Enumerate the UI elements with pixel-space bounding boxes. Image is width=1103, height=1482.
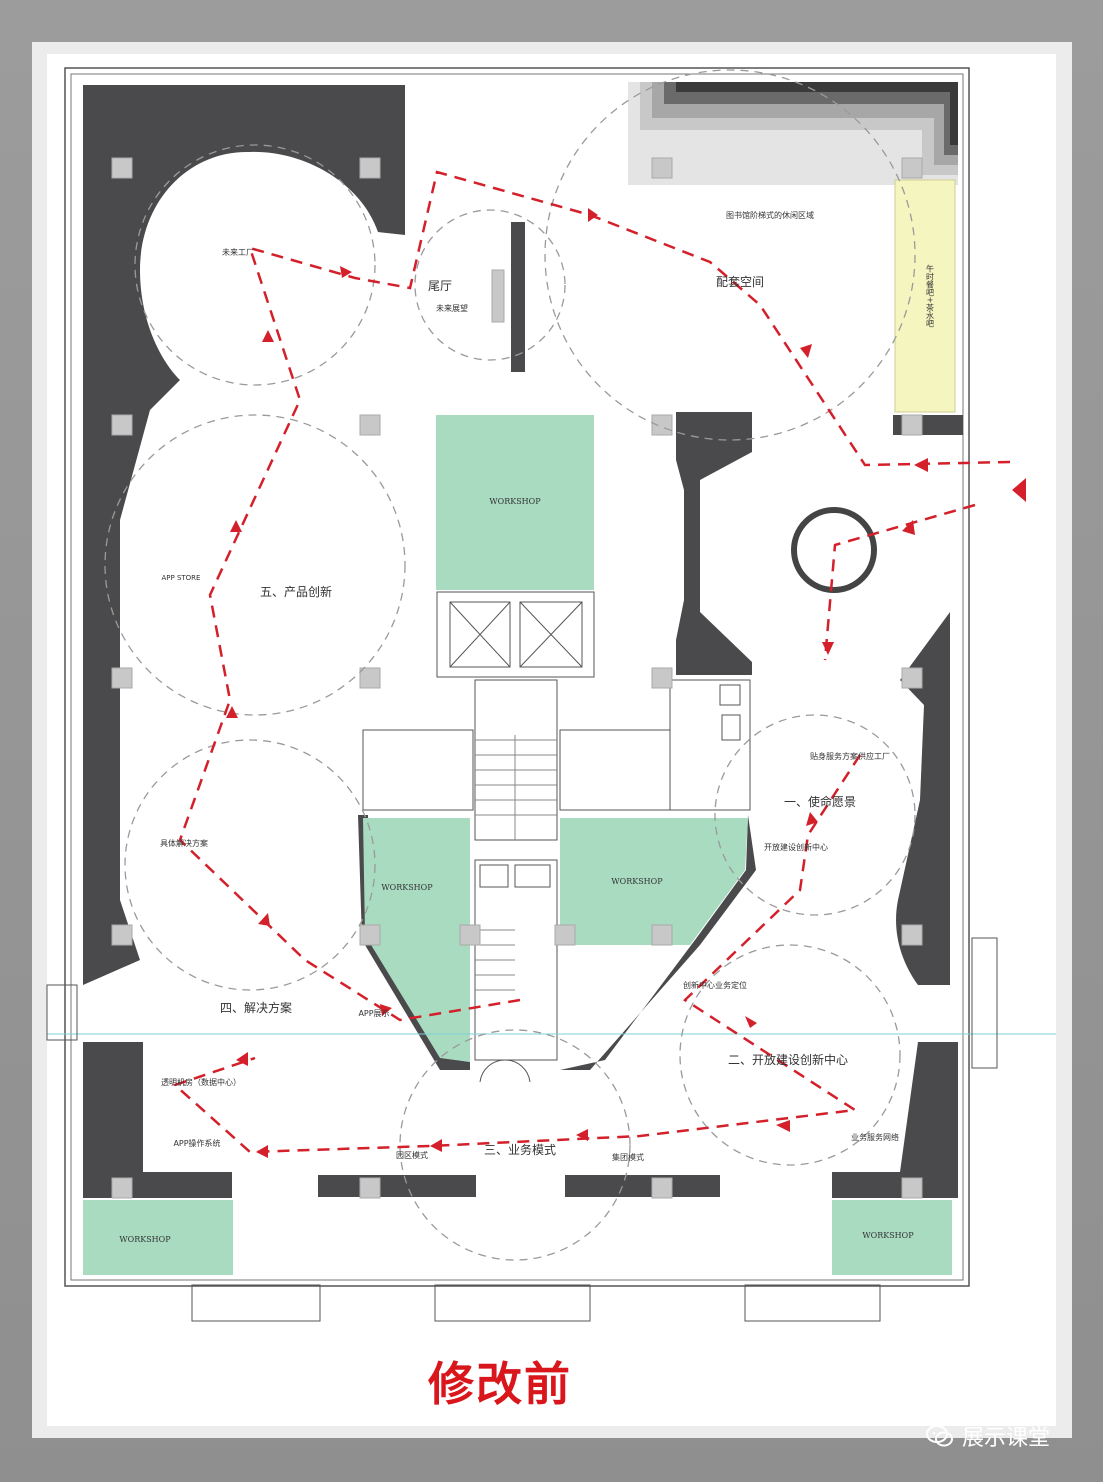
workshop-label: WORKSHOP <box>489 497 541 506</box>
zone-label: 三、业务模式 <box>484 1142 556 1157</box>
zone-labels: 未来工厂 尾厅 未来展望 图书馆阶梯式的休闲区域 配套空间 APP STORE … <box>160 210 935 1162</box>
zone-label: 二、开放建设创新中心 <box>728 1052 848 1067</box>
zone-label: APP展示 <box>358 1009 389 1018</box>
workshop-labels: WORKSHOP WORKSHOP WORKSHOP WORKSHOP WORK… <box>119 497 914 1244</box>
stepped-seating <box>628 82 958 185</box>
zone-label: 图书馆阶梯式的休闲区域 <box>726 210 814 220</box>
zone-label: 开放建设创新中心 <box>764 842 828 852</box>
zone-label: 午时餐吧+茶水吧 <box>926 264 935 328</box>
workshop-bottom-left <box>83 1200 233 1275</box>
wechat-icon <box>926 1425 953 1447</box>
zone-label: 尾厅 <box>428 279 452 293</box>
watermark: 展示课堂 <box>926 1418 1050 1454</box>
zone-outlines <box>104 69 916 1261</box>
bar-area <box>894 179 956 413</box>
zone-label: 未来展望 <box>436 303 468 313</box>
zone-label: 贴身服务方案供应工厂 <box>810 751 890 761</box>
zone-label: 五、产品创新 <box>260 584 332 599</box>
workshop-right <box>560 818 748 945</box>
zone-label: 配套空间 <box>716 275 764 289</box>
zone-label: APP STORE <box>162 574 201 582</box>
zone-label: APP操作系统 <box>173 1138 220 1148</box>
caption-title: 修改前 <box>428 1357 572 1411</box>
workshop-left <box>363 818 470 1062</box>
workshop-label: WORKSHOP <box>611 877 663 886</box>
zone-label: 业务服务网络 <box>851 1132 899 1142</box>
doors <box>46 937 998 1322</box>
zone-label: 集团模式 <box>612 1152 644 1162</box>
route-arrows <box>226 208 1026 1158</box>
zone-label: 园区模式 <box>396 1150 428 1160</box>
zone-label: 具体解决方案 <box>160 838 208 848</box>
round-column <box>791 507 877 593</box>
columns <box>111 157 923 1199</box>
zone-label: 未来工厂 <box>222 247 254 257</box>
inner-wall-outline <box>70 73 964 1281</box>
workshop-bottom-right <box>832 1200 952 1275</box>
workshop-label: WORKSHOP <box>381 883 433 892</box>
zone-label: 透明机房（数据中心） <box>161 1077 241 1087</box>
watermark-text: 展示课堂 <box>962 1426 1051 1451</box>
workshop-label: WORKSHOP <box>119 1235 171 1244</box>
visitor-route <box>172 170 1011 1154</box>
zone-label: 四、解决方案 <box>220 1000 292 1015</box>
workshop-areas <box>83 415 952 1275</box>
dark-walls <box>83 85 963 1198</box>
core-stairs-elevators <box>362 591 751 1061</box>
outer-wall-outline <box>64 67 970 1287</box>
zone-label: 创新中心业务定位 <box>683 980 747 990</box>
zone-label: 一、使命愿景 <box>784 794 856 809</box>
workshop-label: WORKSHOP <box>862 1231 914 1240</box>
workshop-top <box>436 415 594 590</box>
